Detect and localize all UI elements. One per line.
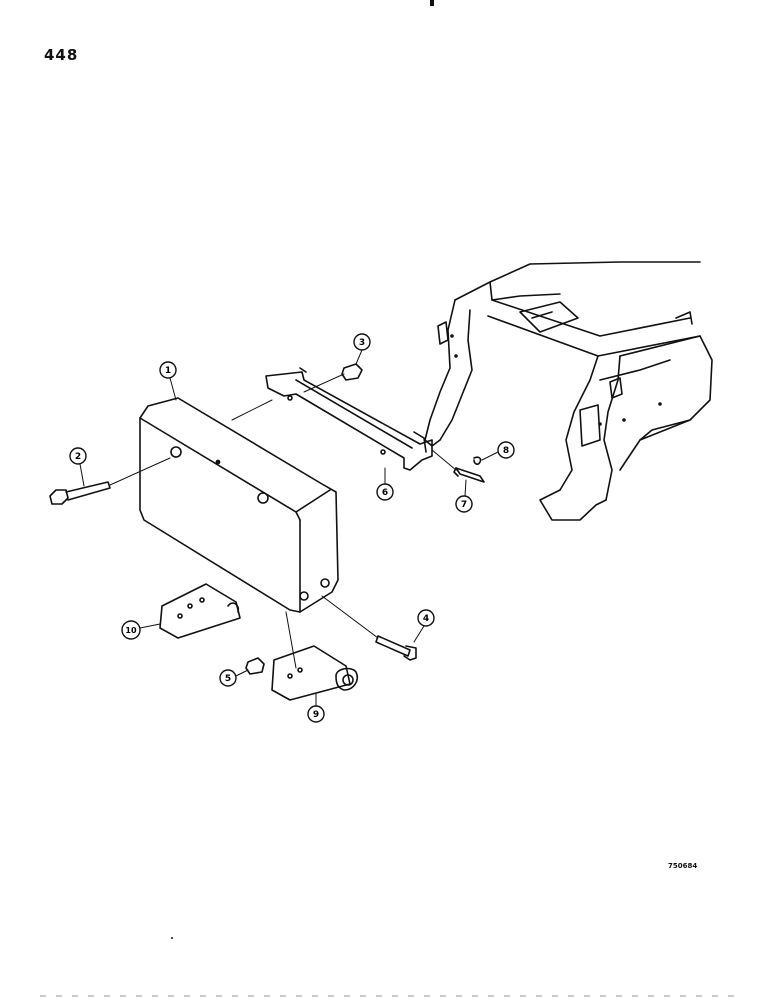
drawing-code: 750684 xyxy=(668,862,698,870)
callout-1: 1 xyxy=(159,361,177,379)
callout-9: 9 xyxy=(307,705,325,723)
callout-label: 5 xyxy=(225,674,231,684)
scan-mark xyxy=(430,0,434,6)
assembly-line xyxy=(431,449,457,471)
plate-9 xyxy=(271,611,359,701)
scan-dot xyxy=(171,937,173,939)
nut-5 xyxy=(245,657,265,675)
callout-3: 3 xyxy=(353,333,371,351)
callout-label: 8 xyxy=(503,446,509,456)
assembly-line xyxy=(303,373,345,393)
callout-7: 7 xyxy=(455,495,473,513)
clip xyxy=(473,456,482,465)
assembly-line xyxy=(231,399,273,421)
callout-label: 1 xyxy=(165,366,171,376)
callout-2: 2 xyxy=(69,447,87,465)
callout-label: 3 xyxy=(359,338,365,348)
callout-label: 7 xyxy=(461,500,467,510)
callout-label: 4 xyxy=(423,614,429,624)
bolt-4 xyxy=(321,595,417,661)
callout-label: 9 xyxy=(313,710,319,720)
plate-10 xyxy=(159,583,241,639)
callout-label: 6 xyxy=(382,488,388,498)
callout-8: 8 xyxy=(497,441,515,459)
callout-6: 6 xyxy=(376,483,394,501)
counterweight xyxy=(139,397,339,613)
pin xyxy=(453,467,485,483)
callout-10: 10 xyxy=(121,620,141,640)
callout-label: 10 xyxy=(125,626,137,635)
bolt-2 xyxy=(49,457,171,505)
callout-label: 2 xyxy=(75,452,81,462)
callout-5: 5 xyxy=(219,669,237,687)
mounting-bracket-bar xyxy=(265,367,433,471)
page-number: 448 xyxy=(44,46,79,64)
nut-3 xyxy=(341,363,363,381)
tractor-frame xyxy=(424,261,713,521)
callout-4: 4 xyxy=(417,609,435,627)
